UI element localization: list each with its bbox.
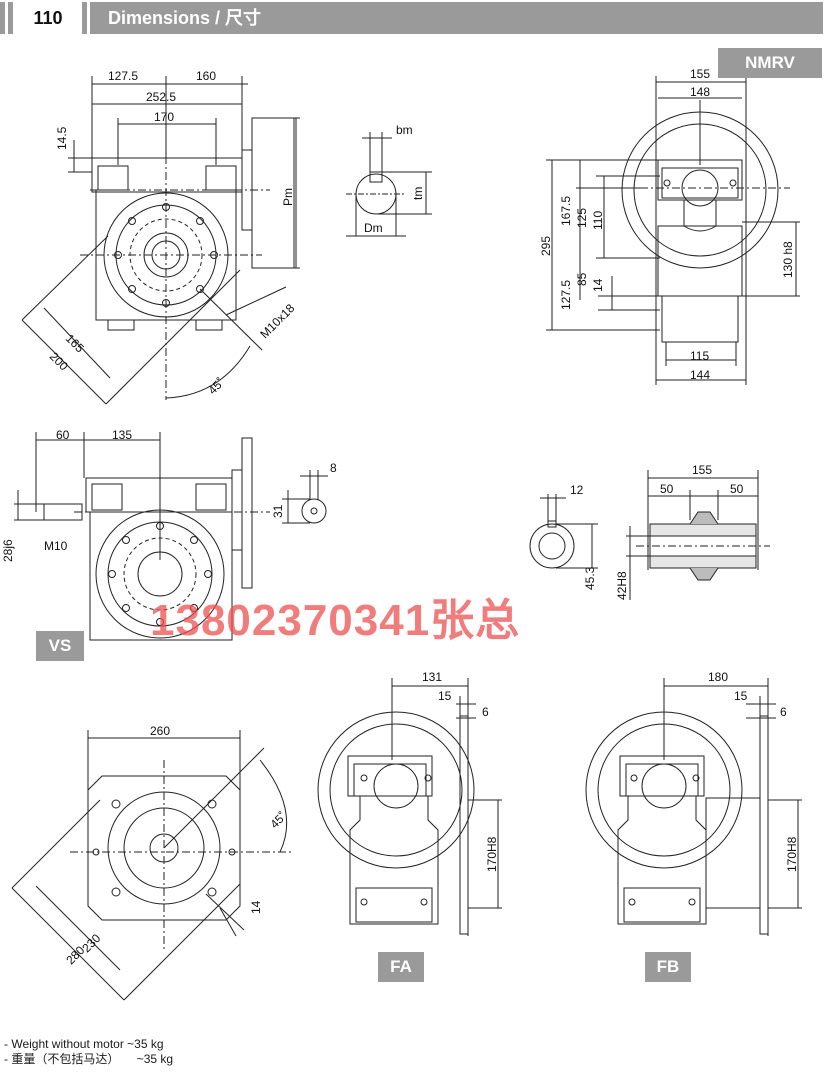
dim-fa-131: 131 bbox=[422, 670, 443, 684]
dim-side-14: 14 bbox=[591, 278, 605, 292]
weight-note-cn: - 重量（不包括马达） ~35 kg bbox=[4, 1052, 173, 1067]
fb-view-drawing bbox=[585, 678, 802, 936]
dim-side-295: 295 bbox=[539, 235, 553, 256]
header-stripe bbox=[82, 2, 87, 34]
weight-note-en: - Weight without motor ~35 kg bbox=[4, 1037, 173, 1052]
weight-en-value: ~35 kg bbox=[127, 1037, 164, 1051]
tag-fb: FB bbox=[645, 952, 691, 982]
dim-fb-15: 15 bbox=[734, 689, 748, 703]
dim-hollow-42h8: 42H8 bbox=[615, 571, 629, 600]
shaft-key-drawing bbox=[346, 132, 432, 237]
weight-cn-value: ~35 kg bbox=[136, 1052, 174, 1066]
dim-front-170: 170 bbox=[154, 110, 175, 124]
dim-side-115: 115 bbox=[690, 349, 710, 363]
dim-side-155: 155 bbox=[690, 67, 711, 81]
dim-hollow-50-right: 50 bbox=[730, 482, 744, 496]
dim-side-127-5: 127.5 bbox=[559, 279, 573, 310]
dim-flange-260: 260 bbox=[150, 724, 171, 738]
phone-watermark: 13802370341张总 bbox=[150, 596, 521, 645]
dim-side-144: 144 bbox=[690, 368, 711, 382]
dim-side-167-5: 167.5 bbox=[559, 195, 573, 226]
dim-front-127-5: 127.5 bbox=[108, 69, 139, 83]
page-number: 110 bbox=[16, 2, 80, 34]
dim-fb-180: 180 bbox=[708, 670, 729, 684]
tag-fa: FA bbox=[378, 952, 424, 982]
dim-side-148: 148 bbox=[690, 85, 711, 99]
vs-view-drawing bbox=[14, 432, 328, 641]
weight-cn-label: - 重量（不包括马达） bbox=[4, 1052, 120, 1066]
dim-fb-170h8: 170H8 bbox=[785, 836, 799, 872]
section-title: Dimensions / 尺寸 bbox=[108, 8, 262, 28]
dim-flange-14: 14 bbox=[249, 900, 263, 914]
dim-vs-8: 8 bbox=[330, 461, 337, 475]
dim-vs-28j6: 28j6 bbox=[1, 539, 15, 562]
dim-key-bm: bm bbox=[396, 123, 413, 137]
dim-fb-6: 6 bbox=[780, 705, 787, 719]
dim-hollow-12: 12 bbox=[570, 483, 584, 497]
tag-vs: VS bbox=[36, 631, 84, 661]
dim-fa-6: 6 bbox=[482, 705, 489, 719]
tag-nmrv: NMRV bbox=[718, 48, 822, 78]
weight-en-label: - Weight without motor bbox=[4, 1037, 124, 1051]
dim-vs-135: 135 bbox=[112, 428, 133, 442]
dim-fa-170h8: 170H8 bbox=[485, 836, 499, 872]
dim-side-130h8: 130 h8 bbox=[781, 241, 795, 278]
hollow-shaft-drawing bbox=[529, 470, 770, 600]
dim-vs-31: 31 bbox=[271, 504, 285, 518]
dim-key-dm: Dm bbox=[364, 221, 383, 235]
dim-front-14-5: 14.5 bbox=[55, 126, 69, 150]
dim-key-tm: tm bbox=[411, 186, 425, 200]
dim-hollow-50-left: 50 bbox=[660, 482, 674, 496]
header-stripe bbox=[0, 2, 5, 34]
fa-view-drawing bbox=[317, 678, 502, 936]
flange-view-drawing bbox=[11, 730, 294, 1001]
dim-front-252-5: 252.5 bbox=[146, 90, 177, 104]
dim-fa-15: 15 bbox=[438, 689, 452, 703]
dim-vs-m10: M10 bbox=[44, 539, 68, 553]
header-stripe bbox=[8, 2, 13, 34]
dim-front-160: 160 bbox=[196, 69, 217, 83]
dim-side-85: 85 bbox=[575, 272, 589, 286]
weight-notes: - Weight without motor ~35 kg - 重量（不包括马达… bbox=[4, 1037, 173, 1067]
dim-side-125: 125 bbox=[575, 207, 589, 228]
section-title-bar bbox=[90, 2, 823, 34]
dim-front-pm: Pm bbox=[281, 188, 295, 206]
dim-side-110: 110 bbox=[591, 210, 605, 230]
dim-vs-60: 60 bbox=[56, 428, 70, 442]
page-header: 110 Dimensions / 尺寸 bbox=[0, 0, 827, 36]
front-view-drawing bbox=[21, 76, 300, 405]
side-view-drawing bbox=[546, 76, 800, 385]
dim-hollow-45-3: 45.3 bbox=[583, 566, 597, 590]
dim-hollow-155: 155 bbox=[692, 463, 713, 477]
